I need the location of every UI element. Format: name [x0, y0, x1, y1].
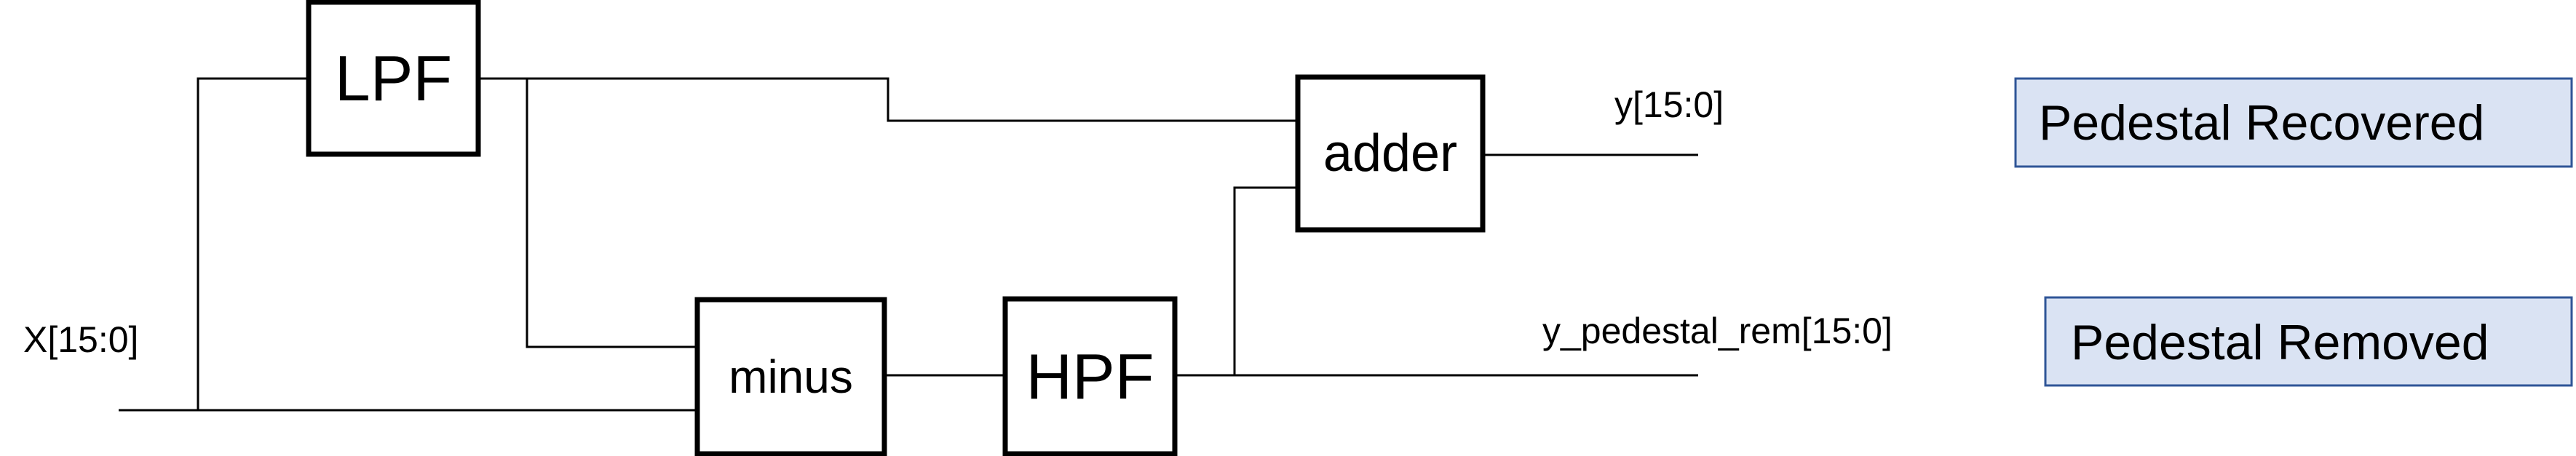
pedestal-removed-label: Pedestal Removed [2071, 315, 2489, 370]
minus-label: minus [729, 351, 853, 403]
adder-block: adder [1295, 74, 1486, 233]
pedestal-recovered-box-bg [2014, 77, 2573, 168]
hpf-label: HPF [1026, 340, 1154, 412]
output-y-pedestal-rem-label: y_pedestal_rem[15:0] [1542, 311, 1893, 351]
pedestal-recovered-box: Pedestal Recovered [2014, 77, 2573, 168]
wire-input-to-lpf [197, 77, 307, 410]
lpf-block: LPF [306, 0, 481, 157]
wires [119, 77, 1698, 412]
adder-label: adder [1323, 124, 1457, 183]
wire-lpf-to-adder [480, 77, 1296, 122]
input-label: X[15:0] [23, 319, 138, 360]
wire-lpf-to-minus [526, 79, 695, 348]
output-y-label: y[15:0] [1614, 84, 1724, 125]
wire-hpf-to-adder [1233, 186, 1296, 375]
pedestal-removed-box: Pedestal Removed [2044, 296, 2573, 387]
hpf-block: HPF [1002, 296, 1178, 456]
pedestal-recovered-label: Pedestal Recovered [2039, 95, 2484, 151]
lpf-label: LPF [335, 42, 452, 114]
pedestal-removed-box-bg [2044, 296, 2573, 387]
minus-block: minus [694, 297, 887, 456]
